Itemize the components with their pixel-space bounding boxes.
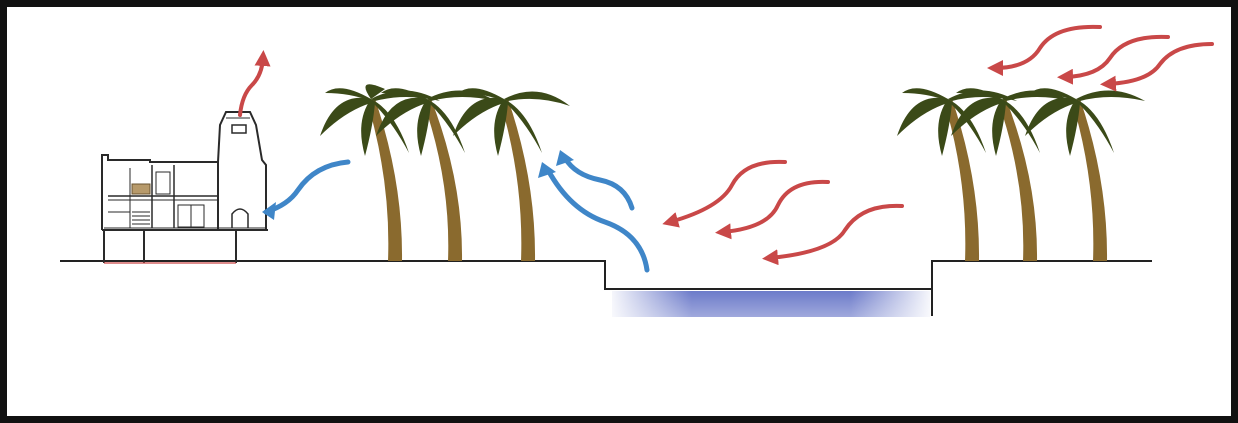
palm-trees-right bbox=[897, 88, 1145, 261]
hot-air-arrows bbox=[238, 24, 1214, 266]
hot-air-arrow bbox=[715, 179, 830, 240]
cool-air-arrows bbox=[262, 150, 650, 273]
palm-tree bbox=[1025, 88, 1145, 261]
hot-air-arrow bbox=[238, 50, 271, 117]
palm-tree bbox=[951, 88, 1071, 261]
hot-air-arrow bbox=[1100, 42, 1214, 92]
hot-air-arrow bbox=[1057, 34, 1170, 85]
palm-tree bbox=[376, 88, 496, 261]
hot-air-arrow bbox=[662, 159, 787, 228]
cool-air-arrow bbox=[263, 159, 351, 215]
palm-tree bbox=[453, 88, 570, 261]
palm-trees-left bbox=[320, 84, 570, 261]
cool-air-arrow bbox=[545, 167, 650, 273]
cool-air-arrow bbox=[562, 155, 635, 211]
hot-air-arrow bbox=[987, 24, 1102, 76]
hot-air-arrow bbox=[762, 203, 904, 266]
water-pool bbox=[612, 291, 930, 317]
ground-profile bbox=[60, 260, 1152, 316]
building-section bbox=[101, 111, 268, 264]
